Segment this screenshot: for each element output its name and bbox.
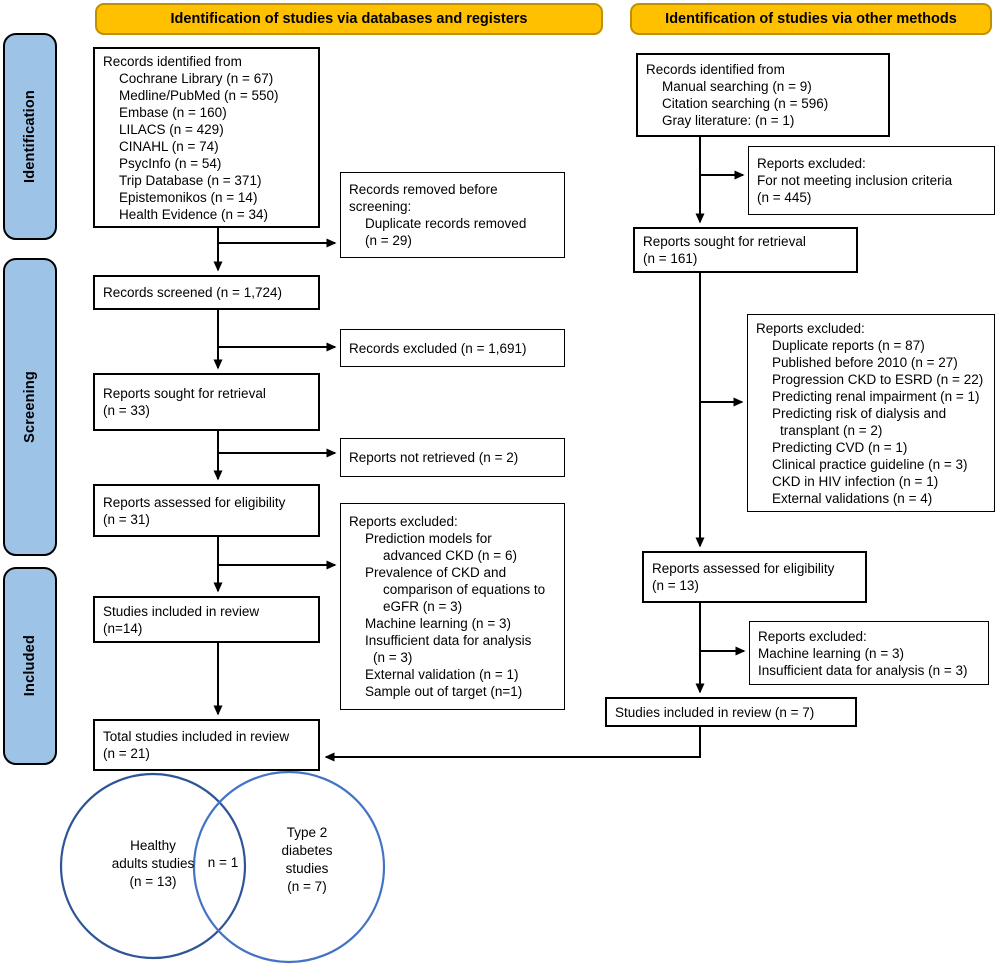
text-line: transplant (n = 2) xyxy=(780,422,883,438)
text-line: Studies included in review xyxy=(103,603,260,619)
text-line: Prevalence of CKD and xyxy=(365,565,507,580)
text-line: Reports sought for retrieval xyxy=(103,386,266,401)
header-databases-registers-label: Identification of studies via databases … xyxy=(170,11,528,27)
box-reports-excluded-machine-learning: Reports excluded:Machine learning (n = 3… xyxy=(749,621,989,685)
text-line: Predicting CVD (n = 1) xyxy=(772,439,908,455)
text-line: (n = 3) xyxy=(373,650,413,665)
text-line: Reports assessed for eligibility xyxy=(652,561,835,576)
text-line: External validations (n = 4) xyxy=(772,490,933,506)
header-databases-registers: Identification of studies via databases … xyxy=(95,3,603,35)
text-line: Citation searching (n = 596) xyxy=(662,96,829,111)
text-line: Reports sought for retrieval xyxy=(643,234,806,249)
text-line: Predicting renal impairment (n = 1) xyxy=(772,388,980,404)
venn-label-type2-diabetes: Type 2 diabetes studies (n = 7) xyxy=(252,824,362,896)
text-line: Records removed before xyxy=(349,182,498,197)
text-line: Reports excluded: xyxy=(757,156,866,171)
header-other-methods: Identification of studies via other meth… xyxy=(630,3,992,35)
text-line: Records identified from xyxy=(103,53,242,69)
box-reports-excluded-databases-detail: Reports excluded: Prediction models for ad… xyxy=(340,503,565,710)
box-studies-included-other: Studies included in review (n = 7) xyxy=(605,697,857,727)
stage-identification-label: Identification xyxy=(22,89,38,184)
text-line: Epistemonikos (n = 14) xyxy=(119,189,258,205)
text-line: PsycInfo (n = 54) xyxy=(119,155,222,171)
text-line: Health Evidence (n = 34) xyxy=(119,206,268,222)
stage-screening-label: Screening xyxy=(22,371,38,443)
box-reports-not-retrieved: Reports not retrieved (n = 2) xyxy=(340,438,565,477)
text-line: Reports excluded: xyxy=(349,514,458,529)
text-line: (n = 13) xyxy=(652,578,699,593)
box-records-removed-before-screening: Records removed before screening: Duplicat… xyxy=(340,172,565,258)
text-line: (n = 7) xyxy=(287,879,327,894)
text-line: Duplicate reports (n = 87) xyxy=(772,337,925,353)
text-line: Machine learning (n = 3) xyxy=(758,645,904,661)
text-line: For not meeting inclusion criteria xyxy=(757,173,953,188)
text-line: LILACS (n = 429) xyxy=(119,121,224,137)
box-reports-sought-other: Reports sought for retrieval (n = 161) xyxy=(633,227,858,273)
text-line: (n = 445) xyxy=(757,190,812,205)
text-line: (n = 31) xyxy=(103,511,150,527)
text-line: CINAHL (n = 74) xyxy=(119,138,219,154)
text-line: Progression CKD to ESRD (n = 22) xyxy=(772,371,984,387)
text-line: Duplicate records removed xyxy=(365,216,527,231)
venn-overlap-count: n = 1 xyxy=(207,855,239,870)
box-total-studies-included: Total studies included in review (n = 21) xyxy=(93,719,320,771)
text-line: Studies included in review (n = 7) xyxy=(615,704,815,720)
text-line: Records identified from xyxy=(646,62,785,77)
text-line: Machine learning (n = 3) xyxy=(365,616,511,631)
text-line: Medline/PubMed (n = 550) xyxy=(119,87,279,103)
text-line: Records screened (n = 1,724) xyxy=(103,285,282,300)
box-reports-assessed-other: Reports assessed for eligibility (n = 13) xyxy=(642,551,867,603)
text-line: comparison of equations to xyxy=(383,582,546,597)
stage-included-label: Included xyxy=(22,635,38,697)
text-line: eGFR (n = 3) xyxy=(383,599,463,614)
box-reports-excluded-inclusion-criteria: Reports excluded: For not meeting inclusi… xyxy=(748,146,995,215)
venn-label-overlap: n = 1 xyxy=(198,855,248,870)
text-line: advanced CKD (n = 6) xyxy=(383,548,517,563)
text-line: (n = 21) xyxy=(103,746,150,761)
text-line: Insufficient data for analysis xyxy=(365,633,532,648)
arrow-om-included-to-total xyxy=(324,727,701,762)
text-line: Type 2 xyxy=(286,825,328,840)
text-line: Healthy xyxy=(130,838,176,853)
stage-identification: Identification xyxy=(3,33,57,240)
text-line: diabetes xyxy=(281,843,333,858)
text-line: (n=14) xyxy=(103,620,143,636)
text-line: External validation (n = 1) xyxy=(365,667,519,682)
box-records-screened: Records screened (n = 1,724) xyxy=(93,275,320,310)
text-line: Insufficient data for analysis (n = 3) xyxy=(758,662,968,678)
box-records-excluded: Records excluded (n = 1,691) xyxy=(340,329,565,367)
box-studies-included-databases: Studies included in review(n=14) xyxy=(93,596,320,643)
text-line: Embase (n = 160) xyxy=(119,104,227,120)
box-reports-sought-databases: Reports sought for retrieval (n = 33) xyxy=(93,373,320,431)
text-line: Cochrane Library (n = 67) xyxy=(119,70,274,86)
text-line: Reports not retrieved (n = 2) xyxy=(349,450,519,465)
stage-included: Included xyxy=(3,567,57,765)
text-line: Total studies included in review xyxy=(103,729,290,744)
text-line: Reports excluded: xyxy=(758,628,867,644)
text-line: CKD in HIV infection (n = 1) xyxy=(772,473,939,489)
text-line: (n = 13) xyxy=(129,874,177,889)
text-line: Clinical practice guideline (n = 3) xyxy=(772,456,968,472)
box-reports-assessed-databases: Reports assessed for eligibility(n = 31) xyxy=(93,484,320,537)
text-line: screening: xyxy=(349,199,412,214)
text-line: Manual searching (n = 9) xyxy=(662,79,812,94)
header-other-methods-label: Identification of studies via other meth… xyxy=(665,11,957,27)
text-line: Published before 2010 (n = 27) xyxy=(772,354,958,370)
box-reports-excluded-other-detail: Reports excluded:Duplicate reports (n = … xyxy=(747,314,995,512)
text-line: Predicting risk of dialysis and xyxy=(772,405,947,421)
text-line: (n = 161) xyxy=(643,251,698,266)
text-line: studies xyxy=(285,861,329,876)
text-line: Reports excluded: xyxy=(756,320,865,336)
text-line: Records excluded (n = 1,691) xyxy=(349,340,527,356)
text-line: Trip Database (n = 371) xyxy=(119,172,262,188)
text-line: Sample out of target (n=1) xyxy=(365,684,523,699)
stage-screening: Screening xyxy=(3,258,57,556)
text-line: (n = 29) xyxy=(365,233,412,248)
text-line: Gray literature: (n = 1) xyxy=(662,113,795,128)
text-line: Reports assessed for eligibility xyxy=(103,494,286,510)
text-line: (n = 33) xyxy=(103,403,150,418)
text-line: Prediction models for xyxy=(365,531,492,546)
